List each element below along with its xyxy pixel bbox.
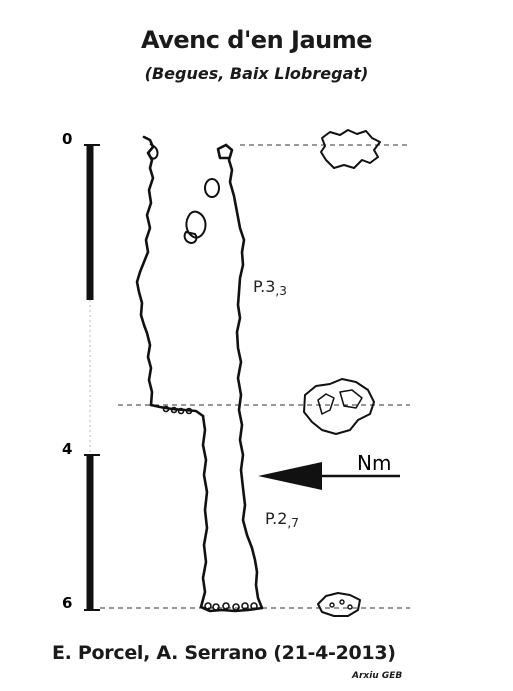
water-level-marker: Nm <box>258 451 400 490</box>
depth-scale: 0 4 6 <box>62 130 100 612</box>
rubble-floor <box>204 602 258 611</box>
pitch-label-2: P.2,7 <box>265 509 299 530</box>
pitch-labels: P.3,3 P.2,7 <box>253 277 299 530</box>
water-level-label: Nm <box>357 451 391 475</box>
depth-tick-6: 6 <box>62 594 72 612</box>
entrance-lip <box>216 143 230 160</box>
archive-credit: Arxiu GEB <box>352 671 403 681</box>
survey-credits: E. Porcel, A. Serrano (21-4-2013) <box>52 642 396 664</box>
rubble-ledge <box>162 405 193 415</box>
left-wall-lower <box>199 414 209 609</box>
cross-section-bottom <box>317 592 361 617</box>
cross-section-middle <box>303 378 375 435</box>
depth-tick-4: 4 <box>62 440 72 458</box>
survey-title: Avenc d'en Jaume <box>140 26 373 54</box>
left-wall <box>135 135 155 407</box>
floor-chamber <box>199 605 264 613</box>
right-wall <box>224 143 264 610</box>
cross-sections <box>303 129 381 617</box>
survey-location: (Begues, Baix Llobregat) <box>144 64 369 83</box>
pitch-label-1: P.3,3 <box>253 277 287 298</box>
boulders <box>148 143 258 611</box>
boulder <box>183 230 198 245</box>
depth-tick-0: 0 <box>62 130 72 148</box>
boulder <box>204 178 220 198</box>
boulder <box>148 143 159 160</box>
boulder <box>185 210 207 239</box>
arrow-head-icon <box>258 462 322 490</box>
cross-section-entrance <box>320 129 381 169</box>
cave-walls <box>135 135 264 613</box>
